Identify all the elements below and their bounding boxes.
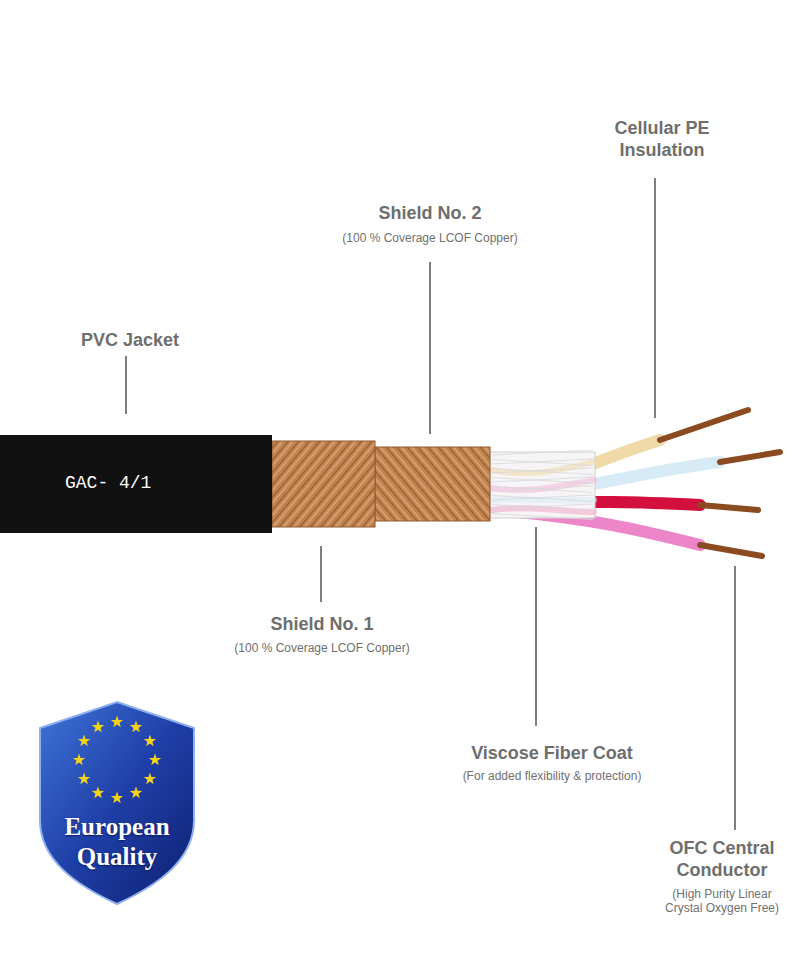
part-note: (100 % Coverage LCOF Copper) [320,231,540,245]
badge-text: European Quality [38,812,196,872]
viscose-coat [490,452,595,518]
part-name: Viscose Fiber Coat [432,743,672,765]
jacket-marking: GAC- 4/1 [65,473,151,495]
pvc-jacket [0,435,272,533]
part-note: (High Purity Linear Crystal Oxygen Free) [654,887,790,916]
part-name: OFC Central Conductor [657,838,787,881]
part-name: PVC Jacket [50,330,210,352]
part-note: (100 % Coverage LCOF Copper) [212,641,432,655]
part-name: Shield No. 2 [330,203,530,225]
visible-wires [492,462,594,512]
part-name: Shield No. 1 [222,614,422,636]
fiber-texture [492,450,593,520]
part-note: (For added flexibility & protection) [422,769,682,783]
badge-shield [38,700,196,906]
quality-badge: European Quality [38,700,196,906]
shield-2 [375,447,490,521]
part-name: Cellular PE Insulation [597,118,727,161]
shield-1 [272,441,375,527]
